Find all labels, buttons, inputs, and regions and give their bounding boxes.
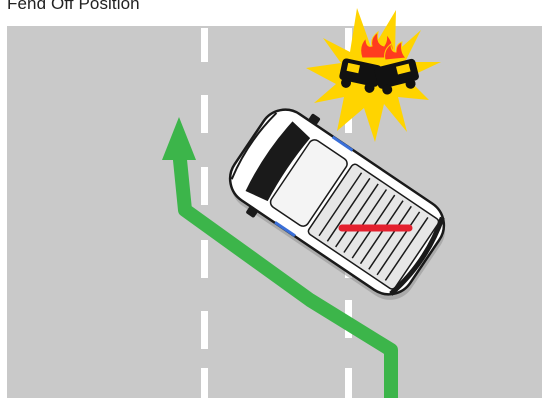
road-scene — [0, 0, 550, 398]
